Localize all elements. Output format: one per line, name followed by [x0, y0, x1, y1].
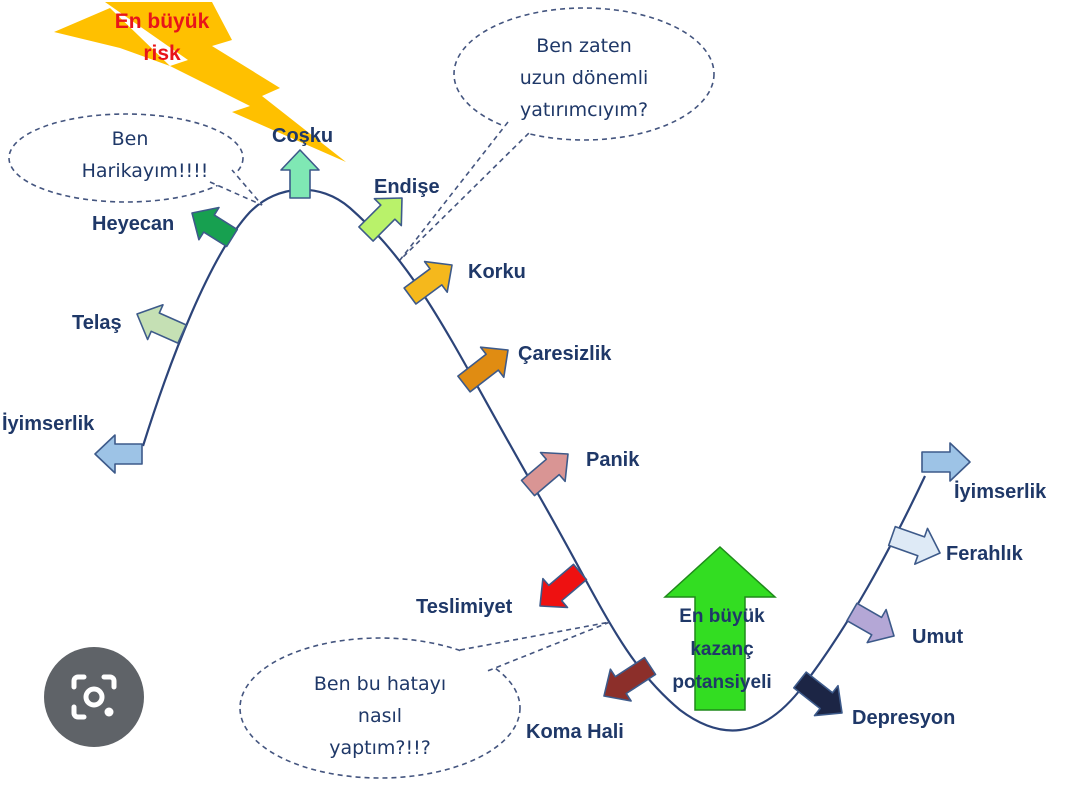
callout-great-line1: Ben: [112, 128, 149, 150]
google-lens-icon: [71, 674, 117, 720]
label-rush: Telaş: [72, 312, 122, 334]
label-optimism-start: İyimserlik: [2, 412, 95, 435]
label-helplessness: Çaresizlik: [518, 343, 612, 365]
arrow-optimism-end: [921, 442, 971, 482]
arrow-relief: [887, 525, 941, 566]
arrow-enthusiasm: [280, 149, 320, 199]
gain-label-line2: kazanç: [690, 639, 754, 660]
arrow-rush: [136, 303, 187, 344]
risk-lightning-bolt: [105, 2, 346, 162]
arrow-coma: [603, 656, 657, 702]
label-surrender: Teslimiyet: [416, 596, 513, 618]
arrow-helplessness: [457, 346, 509, 393]
arrow-panic: [520, 451, 569, 497]
label-worry: Endişe: [374, 176, 440, 198]
arrow-surrender: [539, 563, 588, 609]
callout-great-line2: Harikayım!!!!: [82, 160, 209, 182]
arrow-excitement: [191, 206, 239, 248]
arrow-hope: [846, 602, 895, 644]
emotion-arrows: [94, 149, 971, 717]
risk-lightning-bolt-left: [54, 8, 170, 66]
arrow-optimism-start: [94, 434, 143, 474]
label-excitement: Heyecan: [92, 213, 174, 235]
arrow-fear: [403, 260, 453, 305]
callout-great: Ben Harikayım!!!!: [8, 113, 263, 206]
label-fear: Korku: [468, 261, 526, 283]
label-coma: Koma Hali: [526, 721, 624, 743]
risk-label-line2: risk: [143, 42, 181, 65]
callout-mistake-line1: Ben bu hatayı: [314, 673, 446, 695]
google-lens-button[interactable]: [44, 647, 144, 747]
callout-longterm-line2: uzun dönemli: [520, 67, 649, 89]
label-relief: Ferahlık: [946, 543, 1024, 565]
gain-label-line3: potansiyeli: [672, 672, 771, 693]
label-hope: Umut: [912, 626, 963, 648]
arrow-depression: [792, 671, 843, 717]
label-optimism-end: İyimserlik: [954, 480, 1047, 503]
gain-label-line1: En büyük: [679, 606, 765, 627]
callout-mistake-line2: nasıl: [358, 705, 402, 727]
callout-longterm-line3: yatırımcıyım?: [520, 99, 648, 121]
callout-mistake: Ben bu hatayı nasıl yaptım?!!?: [239, 621, 611, 779]
callout-longterm-line1: Ben zaten: [536, 35, 632, 57]
label-panic: Panik: [586, 449, 640, 471]
arrow-worry: [358, 197, 403, 242]
callout-mistake-line3: yaptım?!!?: [329, 737, 431, 759]
callout-longterm: Ben zaten uzun dönemli yatırımcıyım?: [399, 7, 715, 261]
gain-up-arrow: [663, 545, 777, 711]
risk-label-line1: En büyük: [115, 10, 210, 33]
label-depression: Depresyon: [852, 707, 955, 729]
label-enthusiasm: Coşku: [272, 125, 333, 147]
